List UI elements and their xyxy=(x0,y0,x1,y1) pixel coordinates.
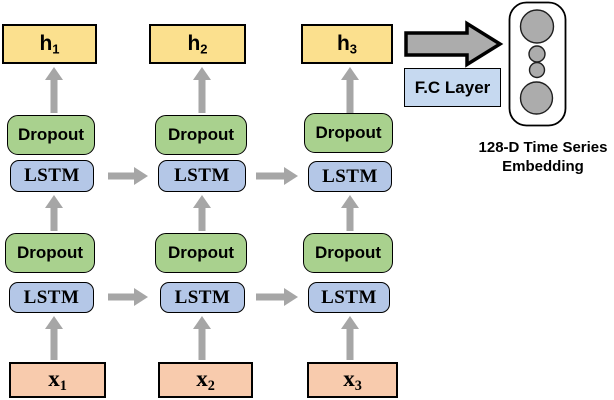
dropout-box-top-col1: Dropout xyxy=(7,115,95,155)
embedding-capsule xyxy=(508,1,567,127)
embedding-caption: 128-D Time Series Embedding xyxy=(470,138,614,176)
dropout-label: Dropout xyxy=(167,125,235,144)
lstm-box-bottom-col2: LSTM xyxy=(160,282,245,313)
lstm-box-top-col2: LSTM xyxy=(158,160,246,192)
up-arrow-icon xyxy=(341,316,359,360)
neuron-circle xyxy=(528,45,546,63)
dropout-label: Dropout xyxy=(16,243,84,262)
neuron-circle xyxy=(519,9,555,44)
right-arrow-icon xyxy=(256,167,298,185)
big-right-arrow-icon xyxy=(404,20,504,68)
right-arrow-icon xyxy=(108,167,148,185)
up-arrow-icon xyxy=(45,316,63,360)
lstm-box-top-col1: LSTM xyxy=(10,160,94,192)
up-arrow-icon xyxy=(341,67,359,113)
h2-label: h2 xyxy=(187,31,208,57)
right-arrow-icon xyxy=(256,288,298,306)
up-arrow-icon xyxy=(341,195,359,231)
lstm-label: LSTM xyxy=(321,286,377,308)
lstm-label: LSTM xyxy=(174,165,230,186)
lstm-box-top-col3: LSTM xyxy=(308,161,392,192)
lstm-label: LSTM xyxy=(23,286,80,308)
neuron-circle xyxy=(519,81,554,115)
lstm-label: LSTM xyxy=(322,165,378,187)
h3-label: h3 xyxy=(336,31,358,57)
up-arrow-icon xyxy=(193,67,211,113)
up-arrow-icon xyxy=(193,316,211,360)
dropout-box-top-col2: Dropout xyxy=(155,115,247,155)
dropout-box-bottom-col2: Dropout xyxy=(155,233,247,273)
x2-label: x2 xyxy=(196,365,215,394)
lstm-box-bottom-col1: LSTM xyxy=(9,282,94,313)
right-arrow-icon xyxy=(108,288,148,306)
input-box-x2: x2 xyxy=(158,362,253,398)
up-arrow-icon xyxy=(45,67,63,113)
output-box-h2: h2 xyxy=(149,24,246,64)
dropout-box-top-col3: Dropout xyxy=(304,113,393,153)
x1-label: x1 xyxy=(48,365,67,394)
h1-label: h1 xyxy=(39,31,60,57)
dropout-box-bottom-col3: Dropout xyxy=(303,233,393,273)
fc-layer-label: F.C Layer xyxy=(414,77,491,97)
up-arrow-icon xyxy=(45,195,63,231)
dropout-label: Dropout xyxy=(167,243,235,262)
output-box-h3: h3 xyxy=(301,24,393,64)
lstm-label: LSTM xyxy=(24,165,80,186)
neuron-circle xyxy=(528,61,546,79)
dropout-box-bottom-col1: Dropout xyxy=(5,233,95,273)
input-box-x3: x3 xyxy=(307,362,398,398)
embedding-caption-line1: 128-D Time Series xyxy=(478,139,608,156)
up-arrow-icon xyxy=(193,195,211,231)
embedding-caption-line2: Embedding xyxy=(502,158,584,175)
output-box-h1: h1 xyxy=(2,24,97,64)
fc-layer-box: F.C Layer xyxy=(404,68,501,107)
lstm-label: LSTM xyxy=(174,286,231,308)
x3-label: x3 xyxy=(343,365,362,394)
dropout-label: Dropout xyxy=(314,243,382,262)
lstm-box-bottom-col3: LSTM xyxy=(308,282,390,313)
input-box-x1: x1 xyxy=(9,362,106,398)
dropout-label: Dropout xyxy=(315,123,382,142)
dropout-label: Dropout xyxy=(17,125,85,144)
